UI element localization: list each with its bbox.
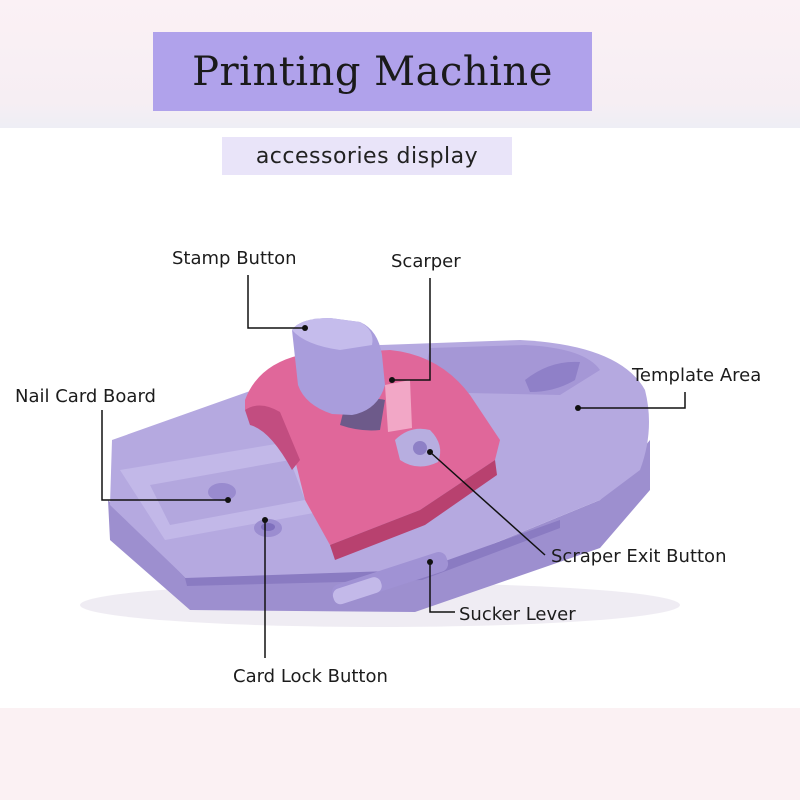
leader-dots [225, 325, 581, 565]
label-nail-card-board: Nail Card Board [15, 386, 156, 407]
leader-sucker-lever [429, 562, 455, 613]
leader-nail-card-board [101, 410, 228, 501]
side-rail [185, 520, 560, 586]
scarper-window [385, 380, 412, 432]
bottom-background-band [0, 708, 800, 800]
title-banner: Printing Machine [153, 32, 592, 111]
page-subtitle: accessories display [255, 143, 479, 169]
label-card-lock-button: Card Lock Button [233, 666, 388, 687]
label-sucker-lever: Sucker Lever [459, 604, 576, 625]
leader-scarper [392, 278, 431, 381]
pink-body-front [330, 460, 497, 560]
template-slot [525, 361, 580, 392]
base-front-face [108, 440, 650, 612]
leader-scraper-exit-button [429, 451, 546, 556]
label-scraper-exit-button: Scraper Exit Button [551, 546, 727, 567]
label-scarper: Scarper [391, 251, 461, 272]
label-stamp-button: Stamp Button [172, 248, 297, 269]
card-slot-hole [208, 483, 236, 501]
label-template-area: Template Area [632, 365, 762, 386]
leader-template-area [578, 392, 686, 409]
leader-lines [101, 275, 686, 658]
page-title: Printing Machine [192, 48, 553, 95]
subtitle-banner: accessories display [222, 137, 512, 175]
leader-stamp-button [247, 275, 305, 329]
